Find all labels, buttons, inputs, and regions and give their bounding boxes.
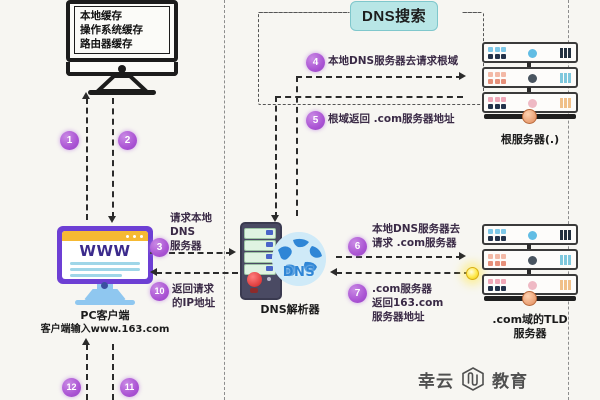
- pc-client-stand: [83, 289, 127, 301]
- pc-client-dot: [101, 282, 108, 289]
- dns-globe-icon: DNS: [272, 232, 326, 286]
- diagram-title: DNS搜索: [350, 1, 439, 31]
- root-server-caption: 根服务器(.): [500, 133, 560, 146]
- line-step12: [86, 344, 88, 400]
- browser-www-text: WWW: [79, 242, 131, 260]
- pc-client-caption: PC客户端: [80, 309, 130, 322]
- line-step5-vertical: [275, 96, 277, 218]
- badge-step-11: 11: [120, 378, 139, 397]
- badge-step-6: 6: [348, 237, 367, 256]
- globe-continents-icon: [272, 232, 326, 286]
- cache-list: 本地缓存 操作系统缓存 路由器缓存: [74, 6, 170, 54]
- pc-client-base: [75, 300, 135, 305]
- label-step5: 根域返回 .com服务器地址: [328, 113, 455, 125]
- root-server-hub: [522, 109, 537, 124]
- cache-line-router: 路由器缓存: [80, 38, 133, 50]
- tld-server-caption-line1: .com域的TLD: [492, 313, 568, 326]
- line-step10: [156, 272, 238, 274]
- cache-monitor-stand: [92, 74, 152, 93]
- line-step11: [112, 344, 114, 400]
- label-step10-line1: 返回请求: [172, 283, 214, 295]
- dns-search-panel-top-right: [462, 12, 482, 13]
- line-step4-vertical: [296, 76, 298, 216]
- hexagon-logo-icon: [462, 367, 484, 391]
- monitor-stand-icon: [92, 74, 152, 93]
- label-step3-line3: 服务器: [170, 240, 202, 252]
- root-server-unit-2: [482, 67, 578, 88]
- tld-server-unit-1: [482, 224, 578, 245]
- browser-textline-3: [70, 274, 122, 277]
- line-step3: [150, 252, 232, 254]
- label-step10-line2: 的IP地址: [172, 297, 216, 309]
- tld-server-hub: [522, 291, 537, 306]
- line-step6: [336, 256, 462, 258]
- line-step1: [86, 98, 88, 220]
- label-step7-line2: 返回163.com: [372, 297, 444, 309]
- watermark-left-text: 幸云: [418, 371, 454, 392]
- label-step6-line2: 请求 .com服务器: [372, 237, 457, 249]
- cache-monitor-dot: [118, 65, 126, 73]
- arrow-step12-up: [82, 338, 90, 345]
- label-step6-line1: 本地DNS服务器去: [372, 223, 461, 235]
- root-server: [482, 42, 578, 126]
- cache-monitor-base: [88, 90, 156, 95]
- arrow-step5-down: [271, 215, 279, 222]
- root-server-unit-1: [482, 42, 578, 63]
- watermark: 幸云 教育: [418, 366, 528, 392]
- arrow-step7-left: [330, 268, 337, 276]
- label-step3-line1: 请求本地: [170, 212, 212, 224]
- dns-resolver-caption: DNS解析器: [260, 303, 320, 316]
- dns-resolver-power-led: [247, 272, 262, 287]
- label-step4: 本地DNS服务器去请求根域: [328, 55, 459, 67]
- line-step4-horizontal: [296, 76, 462, 78]
- cache-monitor-screen: [66, 0, 178, 62]
- arrow-step2-down: [108, 216, 116, 223]
- label-step3-line2: DNS: [170, 226, 196, 238]
- pc-client-screen: WWW: [62, 231, 148, 279]
- tld-server-caption-line2: 服务器: [513, 327, 547, 340]
- badge-step-7: 7: [348, 284, 367, 303]
- cache-line-os: 操作系统缓存: [80, 24, 143, 36]
- browser-textline-2: [70, 268, 140, 271]
- arrow-step4-right: [459, 72, 466, 80]
- badge-step-1: 1: [60, 131, 79, 150]
- pc-client-subcaption: 客户端输入www.163.com: [40, 324, 170, 335]
- dns-globe-label: DNS: [282, 265, 316, 280]
- browser-textline-1: [70, 262, 140, 265]
- divider-right: [568, 0, 569, 400]
- divider-left: [224, 0, 225, 400]
- dns-resolver-led-3: [267, 277, 271, 281]
- badge-step-3: 3: [150, 238, 169, 257]
- tld-server: [482, 224, 578, 308]
- browser-titlebar: [62, 231, 148, 241]
- badge-step-4: 4: [306, 53, 325, 72]
- badge-step-2: 2: [118, 131, 137, 150]
- badge-step-5: 5: [306, 111, 325, 130]
- label-step7-line3: 服务器地址: [372, 311, 425, 323]
- dns-search-panel-top-left: [258, 12, 350, 13]
- step7-glow-node: [466, 267, 479, 280]
- arrow-step10-left: [150, 268, 157, 276]
- dns-resolver-led-2: [250, 288, 258, 293]
- watermark-right-text: 教育: [492, 371, 528, 392]
- line-step2: [112, 98, 114, 218]
- arrow-step3-right: [229, 248, 236, 256]
- label-step7-line1: .com服务器: [372, 283, 432, 295]
- line-step7: [336, 272, 470, 274]
- line-step5-horizontal: [275, 96, 463, 98]
- badge-step-12: 12: [62, 378, 81, 397]
- badge-step-10: 10: [150, 282, 169, 301]
- dns-resolver-slot-1: [244, 228, 276, 239]
- arrow-step1-up: [82, 92, 90, 99]
- arrow-step6-right: [459, 252, 466, 260]
- tld-server-unit-2: [482, 249, 578, 270]
- cache-line-local: 本地缓存: [80, 10, 122, 22]
